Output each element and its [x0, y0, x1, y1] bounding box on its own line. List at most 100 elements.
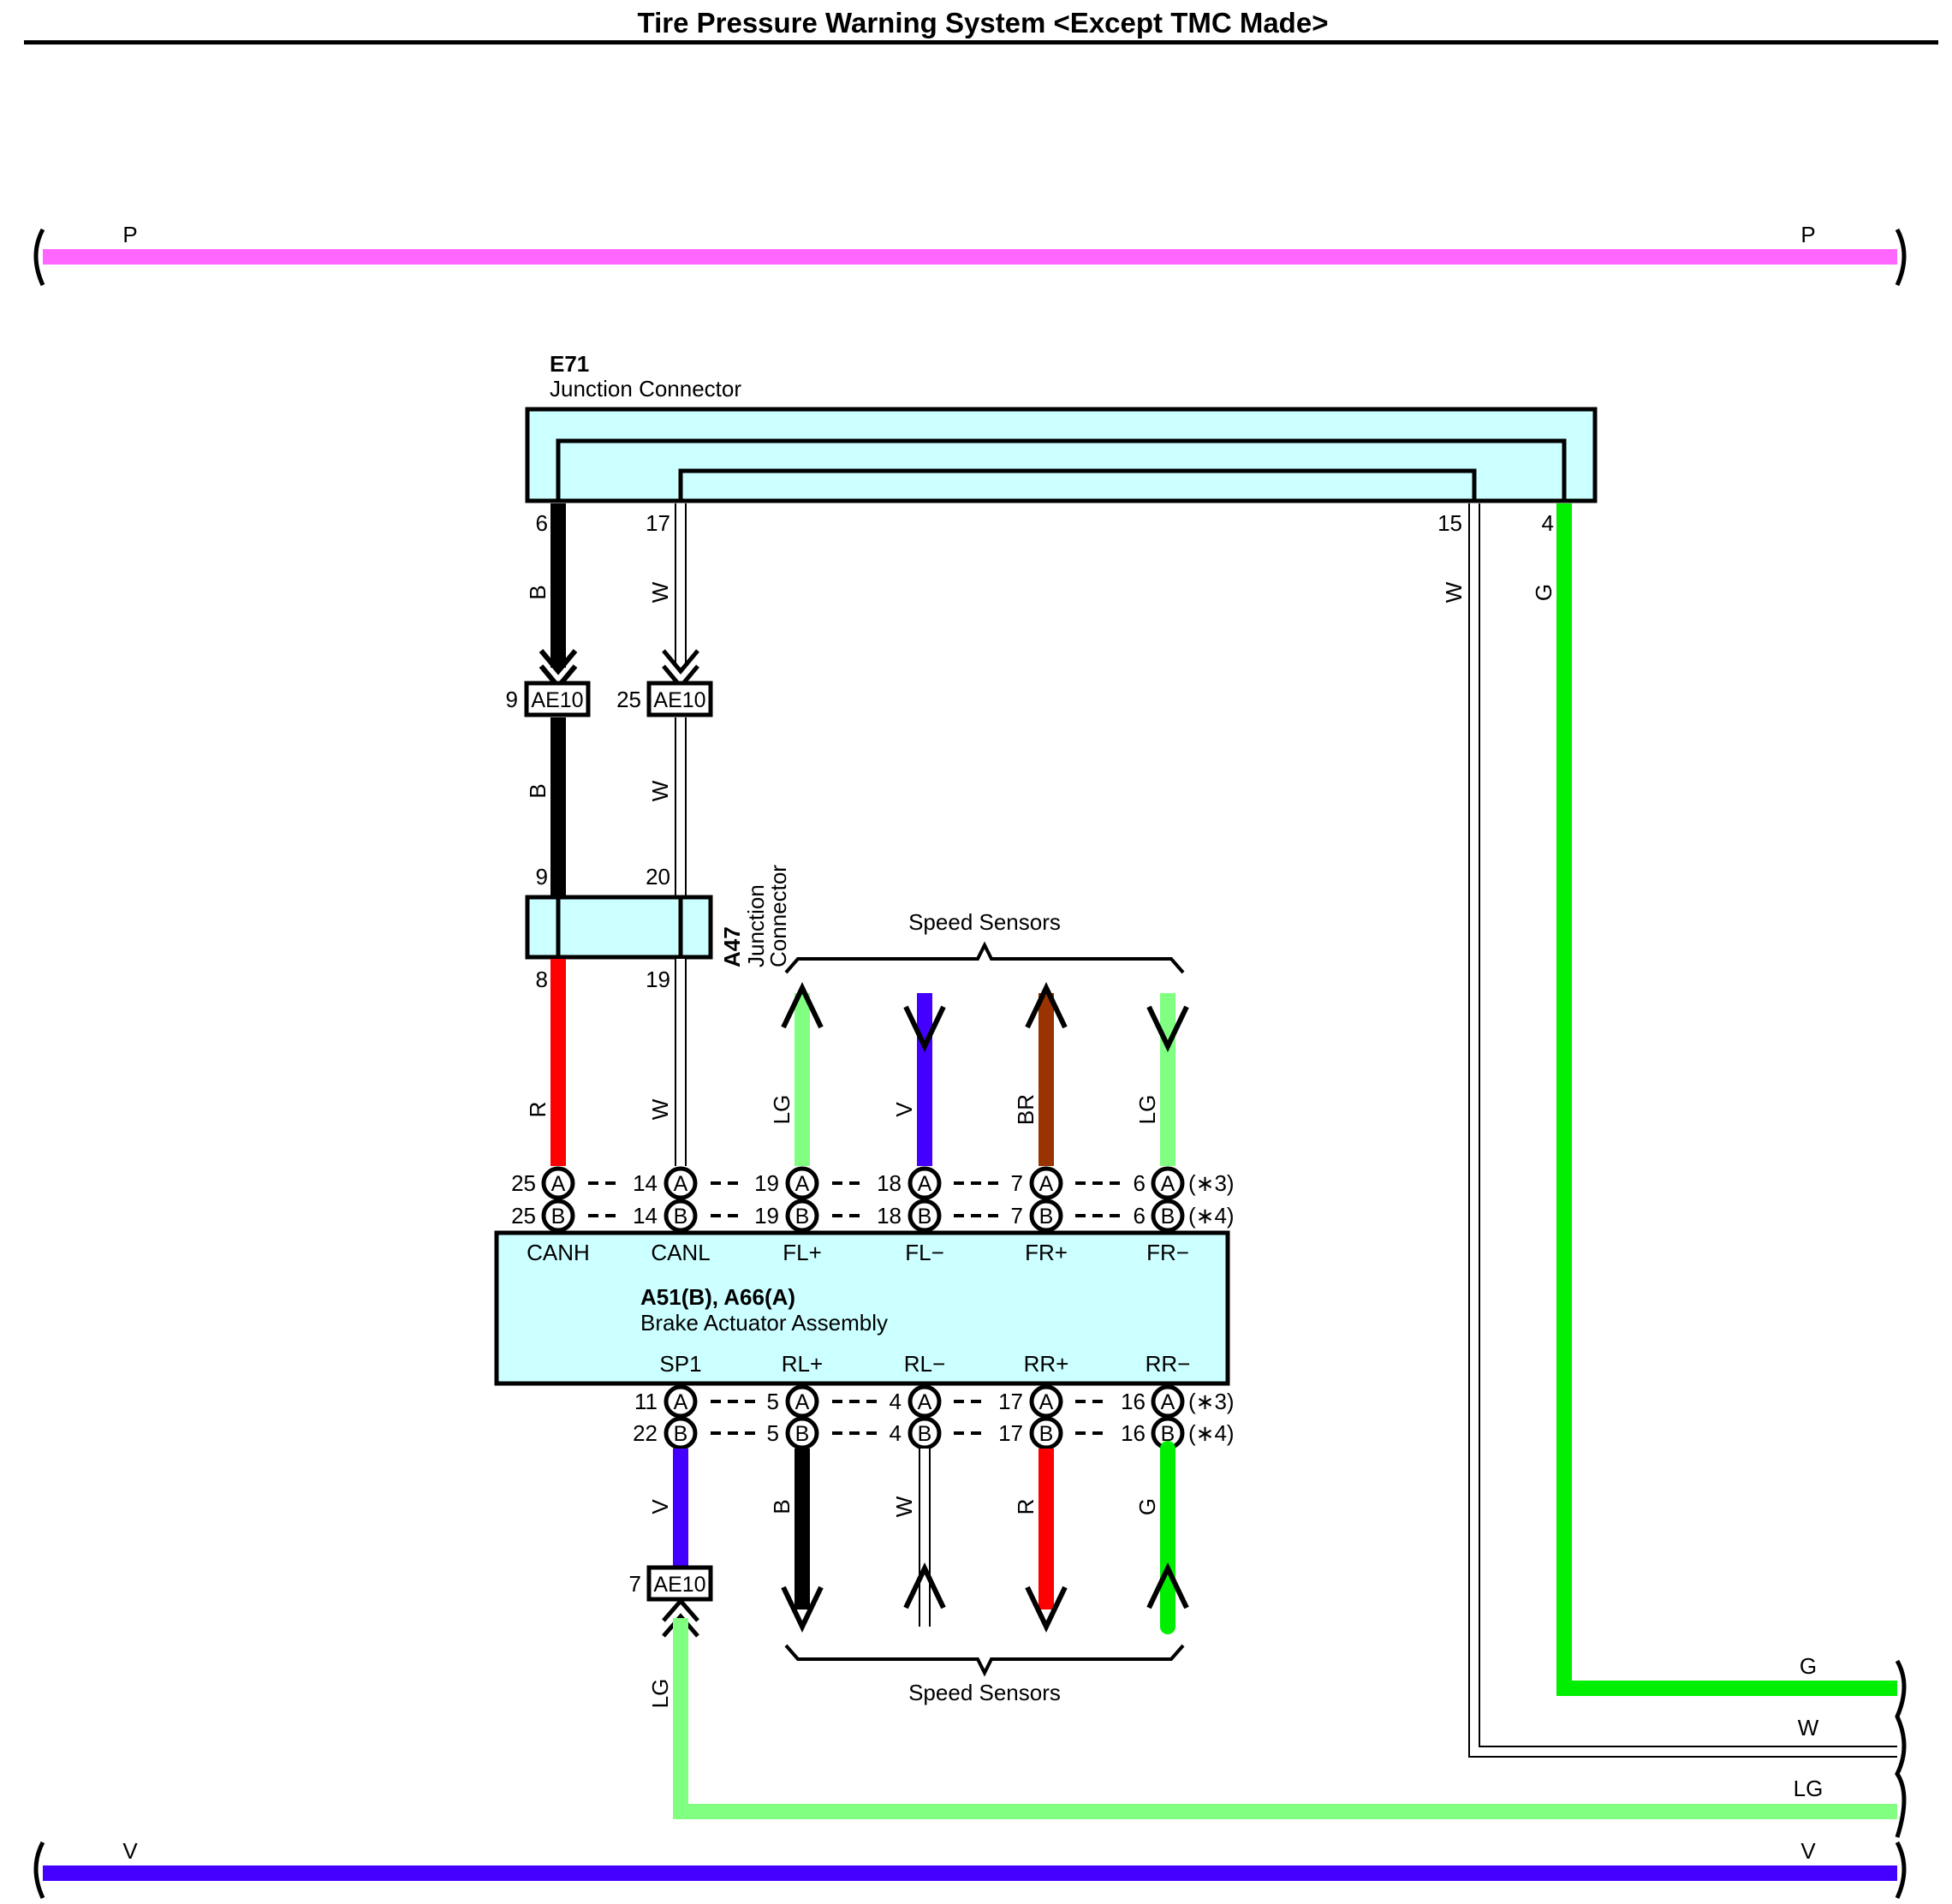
a47-pin-9: 9 [536, 864, 548, 890]
wire-label-b-1: B [525, 585, 550, 599]
pin-a-fr-minus: 6 [1134, 1170, 1146, 1196]
wire-v-sp1: V AE10 7 [629, 1449, 713, 1638]
wire-label-w-canl: W [647, 1098, 673, 1120]
arrow-up-icon [1146, 1562, 1189, 1609]
wire-label-w-2: W [647, 780, 673, 801]
pin-b-rl-minus: 4 [890, 1420, 902, 1446]
wire-r-rr-plus: R [1013, 1449, 1068, 1633]
svg-text:B: B [1161, 1205, 1175, 1229]
a47-name-line1: Junction [743, 884, 769, 967]
pin-a-rr-plus: 17 [998, 1389, 1023, 1414]
pin-a-fl-plus: 19 [754, 1170, 779, 1196]
arrow-down-icon [781, 1586, 824, 1633]
wire-label-w-1: W [647, 581, 673, 603]
pin-b-rr-minus: 16 [1121, 1420, 1146, 1446]
chevron-up-icon [662, 1598, 699, 1638]
wire-label-r-rr-plus: R [1013, 1499, 1038, 1515]
p-bus-right-break [1895, 228, 1907, 287]
svg-text:A: A [674, 1172, 688, 1196]
terminal-rr-plus: RR+ [1024, 1351, 1069, 1377]
terminal-canh: CANH [527, 1240, 590, 1265]
brake-actuator-assembly: CANH CANL FL+ FL− FR+ FR− SP1 RL+ RL− RR… [494, 1230, 1230, 1386]
pin-b-fl-minus: 18 [877, 1203, 902, 1229]
wire-label-lg-fl-plus: LG [769, 1095, 794, 1125]
terminal-sp1: SP1 [659, 1351, 701, 1377]
svg-text:A: A [918, 1172, 932, 1196]
terminal-fl-plus: FL+ [783, 1240, 822, 1265]
svg-text:B: B [795, 1205, 810, 1229]
e71-pin-15: 15 [1437, 510, 1462, 536]
wire-label-r-canh: R [525, 1102, 550, 1118]
wire-label-w-e71-15: W [1441, 581, 1467, 603]
speed-sensors-bottom: Speed Sensors [784, 1644, 1185, 1705]
wire-w-rl-minus: W [891, 1449, 946, 1627]
wire-v-fl-minus: V [891, 993, 946, 1166]
pin-b-canh: 25 [511, 1203, 536, 1229]
pin-b-fr-minus: 6 [1134, 1203, 1146, 1229]
svg-text:B: B [918, 1205, 932, 1229]
svg-text:B: B [1161, 1422, 1175, 1446]
ae10-pin-9: 9 [506, 687, 518, 712]
wire-label-b-2: B [525, 783, 550, 798]
wire-g-e71-4: G [1531, 503, 1897, 1696]
ae10-connector-pin-25: AE10 25 [616, 681, 713, 717]
v-bus-right-break [1895, 1841, 1907, 1900]
svg-text:A: A [1161, 1390, 1175, 1414]
note-b-top: (∗4) [1188, 1203, 1235, 1229]
a47-pin-8: 8 [536, 967, 548, 992]
e71-code: E71 [550, 351, 589, 377]
wire-w-can-low: W W [647, 503, 699, 895]
pin-a-sp1: 11 [634, 1389, 658, 1414]
svg-text:AE10: AE10 [531, 688, 583, 712]
terminal-rl-minus: RL− [904, 1351, 945, 1377]
speed-sensors-bottom-label: Speed Sensors [908, 1680, 1061, 1705]
pin-a-rl-minus: 4 [890, 1389, 902, 1414]
wire-lg-fl-plus: LG [769, 982, 824, 1166]
wire-w-canl: W [647, 959, 687, 1166]
right-label-g: G [1800, 1653, 1817, 1679]
svg-text:A: A [795, 1390, 810, 1414]
arrow-down-icon [1146, 1005, 1189, 1052]
a47-pin-20: 20 [646, 864, 670, 890]
a47-junction-connector: 9 20 8 19 A47 Junction Connector [525, 864, 791, 992]
speed-sensors-top: Speed Sensors [784, 909, 1185, 974]
wire-r-canh: R [525, 959, 566, 1166]
wire-label-br-fr-plus: BR [1013, 1094, 1038, 1125]
svg-text:A: A [1039, 1390, 1054, 1414]
note-a-top: (∗3) [1188, 1170, 1235, 1196]
e71-internal-bus-outer [556, 438, 1567, 501]
pin-b-sp1: 22 [633, 1420, 658, 1446]
v-bus-label-left: V [122, 1838, 138, 1864]
pin-a-fl-minus: 18 [877, 1170, 902, 1196]
pin-b-fr-plus: 7 [1011, 1203, 1023, 1229]
a47-pin-19: 19 [646, 967, 670, 992]
pin-b-rl-plus: 5 [767, 1420, 779, 1446]
svg-text:B: B [674, 1422, 688, 1446]
svg-text:B: B [795, 1422, 810, 1446]
brake-actuator-code: A51(B), A66(A) [640, 1284, 795, 1310]
svg-text:A: A [551, 1172, 566, 1196]
svg-text:A: A [674, 1390, 688, 1414]
e71-name: Junction Connector [550, 376, 741, 402]
pin-a-fr-plus: 7 [1011, 1170, 1023, 1196]
pin-b-canl: 14 [633, 1203, 658, 1229]
p-bus: P P [33, 222, 1907, 287]
right-label-w: W [1798, 1715, 1819, 1740]
wire-label-g-rr-minus: G [1134, 1498, 1160, 1515]
ae10-connector-pin-9: AE10 9 [506, 681, 591, 717]
svg-text:AE10: AE10 [653, 1573, 705, 1597]
wire-br-fr-plus: BR [1013, 982, 1068, 1166]
svg-text:B: B [1039, 1205, 1054, 1229]
svg-text:AE10: AE10 [653, 688, 705, 712]
p-bus-label-right: P [1800, 222, 1815, 247]
wire-lg-fr-minus: LG [1134, 993, 1189, 1166]
wire-w-e71-15: W [1441, 503, 1897, 1758]
arrow-down-icon [1025, 1586, 1068, 1633]
pin-a-rr-minus: 16 [1121, 1389, 1146, 1414]
svg-text:A: A [1161, 1172, 1175, 1196]
wire-g-rr-minus: G [1134, 1441, 1189, 1634]
e71-body [525, 407, 1598, 503]
v-bus-left-break [33, 1841, 45, 1900]
wire-b-rl-plus: B [769, 1449, 824, 1633]
